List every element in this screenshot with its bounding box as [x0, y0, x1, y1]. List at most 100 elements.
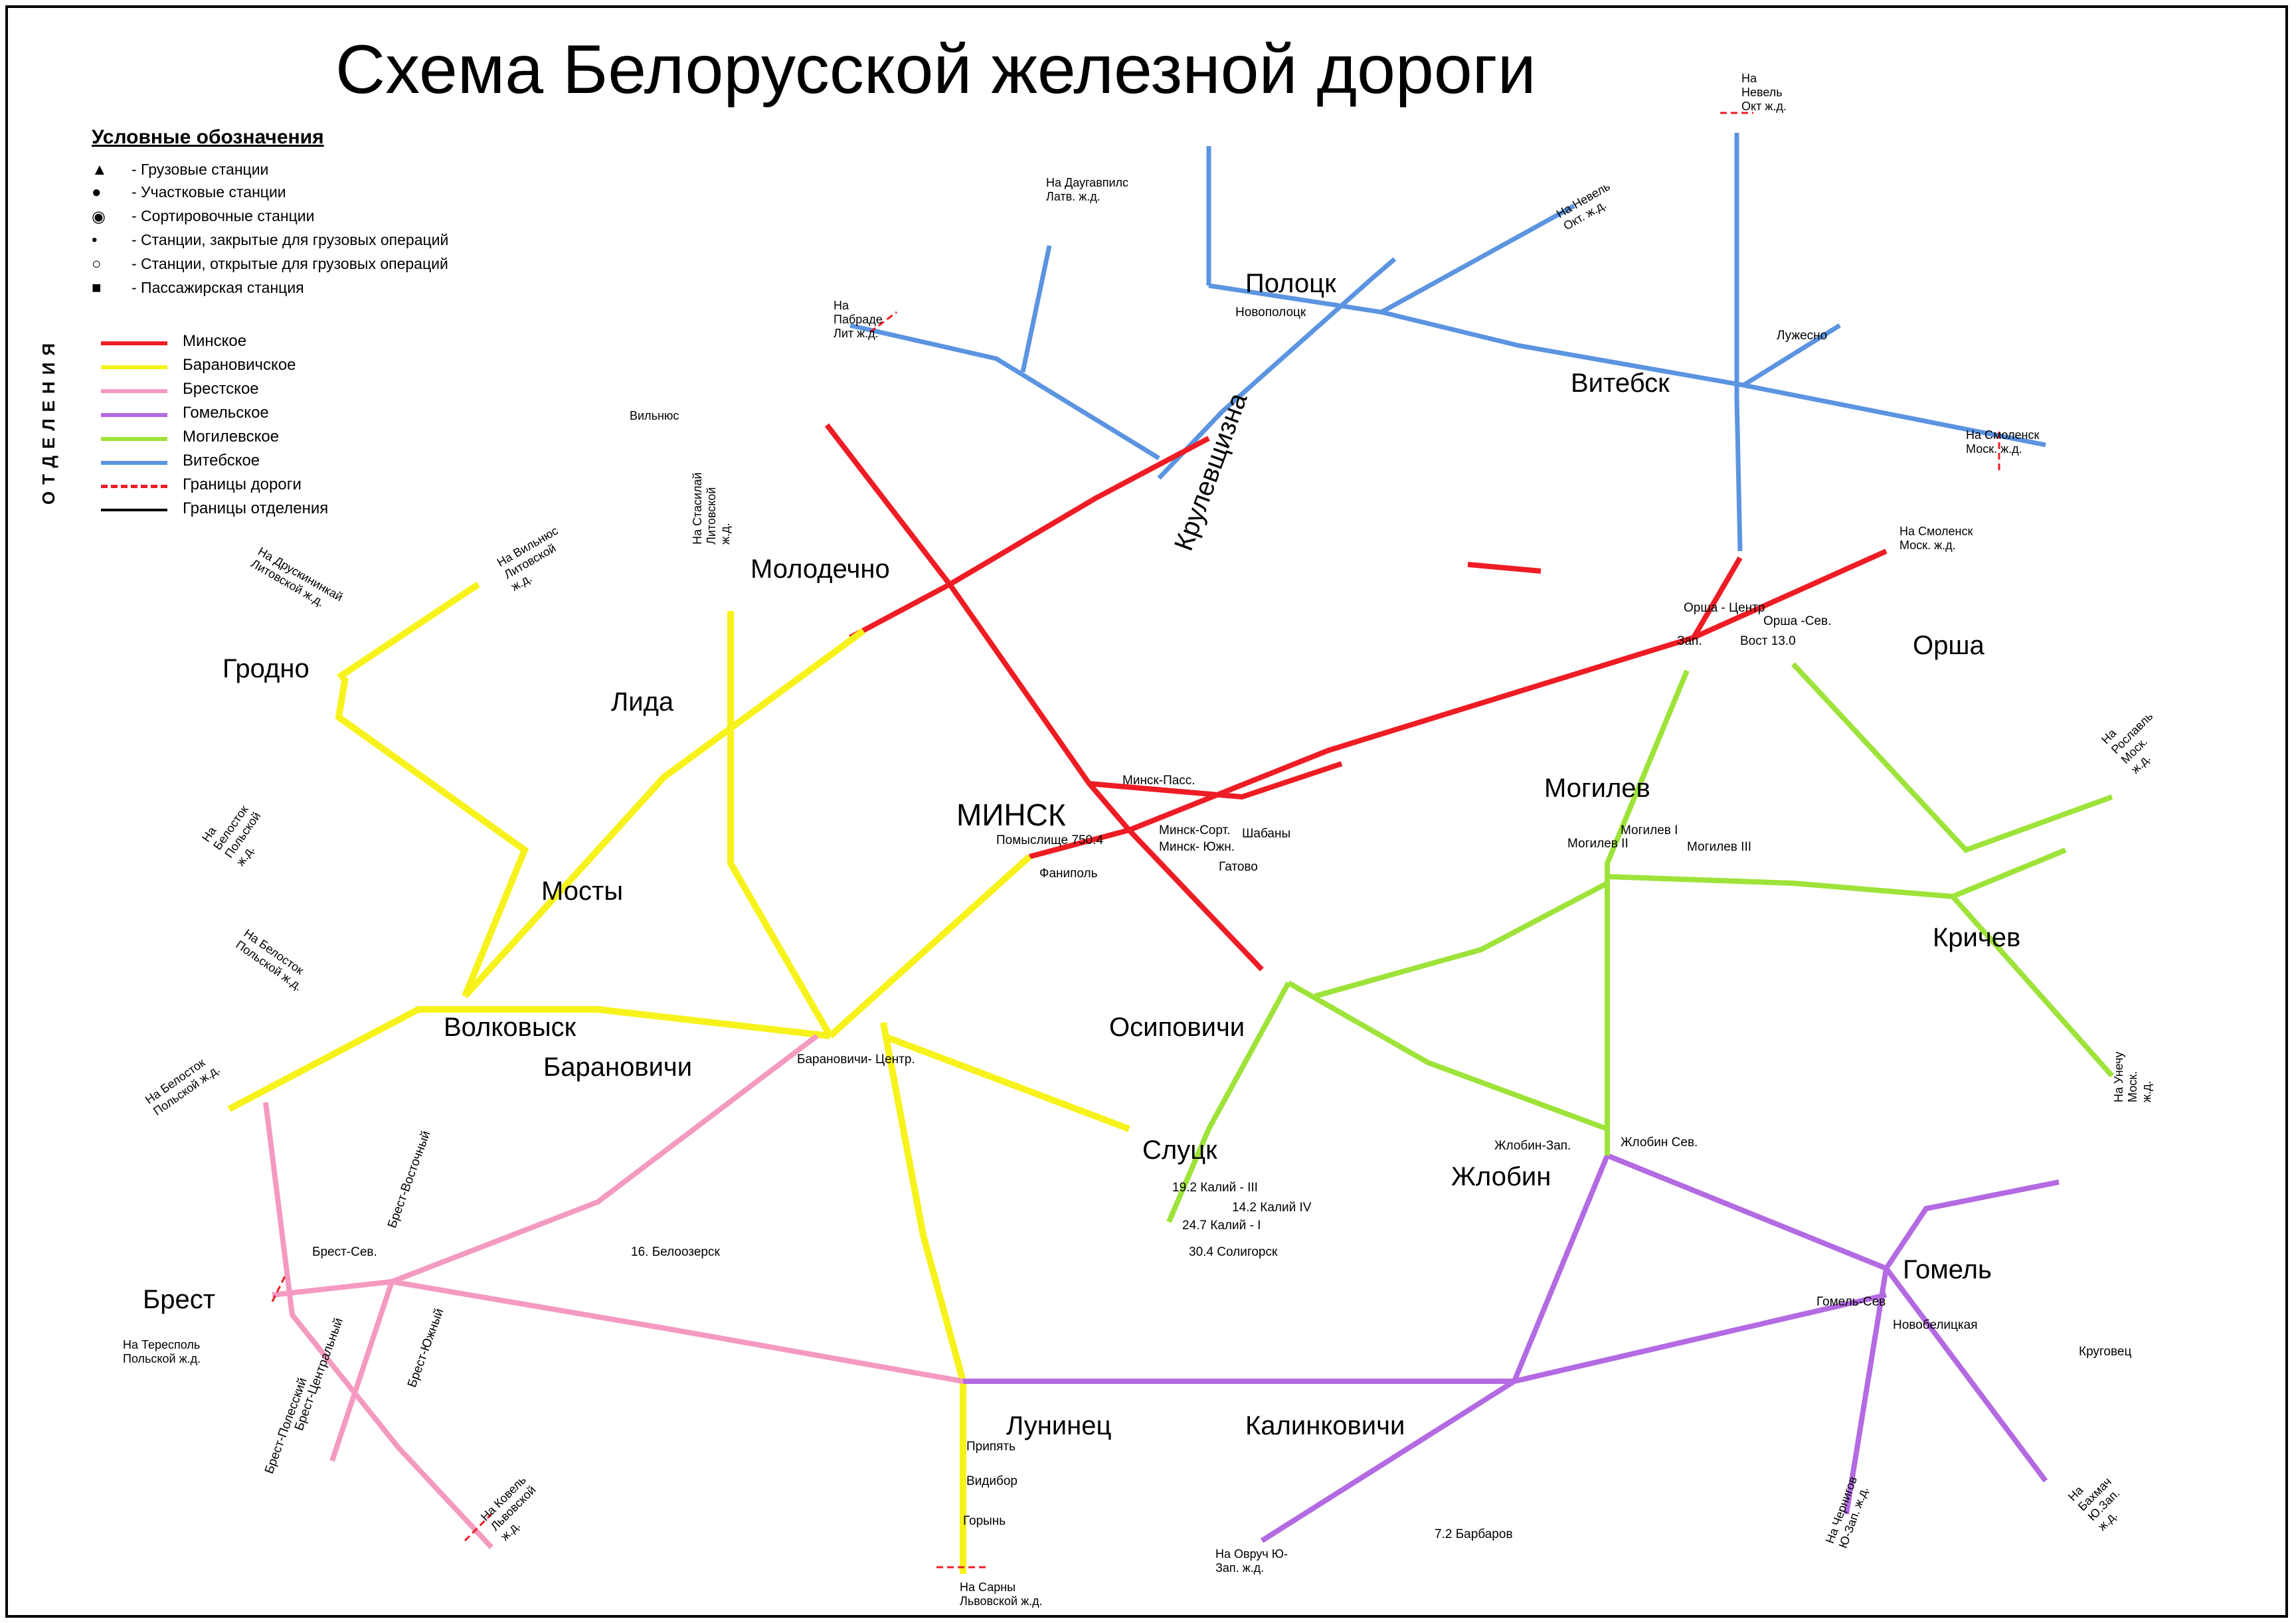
minsk-southwest-line	[1028, 827, 1264, 972]
hub-volkovysk: Волковыск	[444, 1013, 576, 1042]
brest-vlodava-line	[329, 1280, 395, 1462]
station-luzhesno: Лужесно	[1777, 329, 1828, 343]
station-zhlobin-sev: Жлобин Сев.	[1621, 1136, 1698, 1150]
station-barbarov: 7.2 Барбаров	[1435, 1527, 1513, 1541]
orsha-krichev-line	[1791, 662, 2113, 853]
volkovysk-baranovichi-line	[227, 1006, 831, 1112]
ring-dot-icon: ◉	[92, 208, 106, 226]
polotsk-nevel-line	[1380, 203, 1575, 315]
osipovichi-zhlobin-line	[1287, 980, 1609, 1132]
station-vidibor: Видибор	[966, 1474, 1018, 1488]
osipovichi-slutsk-line	[1166, 982, 1291, 1223]
baranovichi-division-lines	[227, 581, 1130, 1574]
hub-molodechno: Молодечно	[751, 555, 890, 584]
minsk-east-branch	[1089, 761, 1343, 800]
station-brest-sev: Брест-Сев.	[312, 1245, 377, 1259]
hub-vitebsk: Витебск	[1571, 369, 1670, 398]
border-smolensk-2: На Смоленск Моск. ж.д.	[1899, 525, 1973, 552]
road-borders	[271, 112, 2000, 1569]
vitebsk-northeast-line	[1742, 323, 1841, 387]
krichev-roslavl-line	[1951, 847, 2067, 899]
nevel-orsha-line	[1734, 133, 1743, 552]
hub-osipovichi: Осиповичи	[1109, 1013, 1245, 1042]
station-kaliy4: 14.2 Калий IV	[1232, 1201, 1312, 1215]
border-sarny: На Сарны Львовской ж.д.	[960, 1580, 1043, 1608]
hub-lida: Лида	[611, 687, 674, 717]
border-terespol: На Тересполь Польской ж.д.	[123, 1338, 201, 1365]
legend-line-division-border	[101, 509, 167, 511]
station-fanipol: Фаниполь	[1039, 867, 1098, 881]
station-orsha-centr: Орша - Центр	[1684, 601, 1765, 615]
brest-kovel-line	[263, 1102, 493, 1549]
station-mogilev3: Могилев III	[1687, 840, 1752, 854]
legend-division-mogilev: Могилевское	[183, 428, 280, 446]
mosty-lida-line	[462, 628, 865, 999]
legend-sorting-stations: - Сортировочные станции	[132, 207, 315, 224]
hub-slutsk: Слуцк	[1142, 1136, 1217, 1165]
legend-road-border: Границы дороги	[183, 475, 302, 493]
hub-minsk: МИНСК	[956, 798, 1066, 832]
hub-grodno: Гродно	[222, 654, 309, 683]
gomel-division-lines	[963, 1153, 2060, 1543]
station-gomel-sev: Гомель-Сев	[1816, 1295, 1886, 1309]
hub-kalinkovichi: Калинковичи	[1245, 1411, 1405, 1440]
legend-line-road-border	[101, 485, 167, 488]
brest-luninets-line	[391, 1279, 964, 1384]
gomel-northeast-line	[1884, 1179, 2060, 1270]
legend-line-brest	[101, 389, 167, 393]
zhlobin-gomel-line	[1606, 1153, 1888, 1271]
baranovichi-luninets-line	[880, 1022, 966, 1383]
hub-krichev: Кричев	[1933, 923, 2021, 952]
station-minsk-yuzh: Минск- Южн.	[1159, 840, 1235, 854]
hub-gomel: Гомель	[1903, 1255, 1992, 1284]
legend-division-border: Границы отделения	[183, 499, 329, 517]
legend-line-minsk	[101, 341, 167, 345]
legend-freight-stations: - Грузовые станции	[132, 161, 269, 178]
station-soligorsk: 30.4 Солигорск	[1189, 1245, 1278, 1259]
border-unecha: На Унечу Моск. ж.д.	[2112, 1051, 2153, 1102]
station-baranovichi-centr: Барановичи- Центр.	[797, 1053, 915, 1067]
triangle-icon: ▲	[92, 161, 108, 179]
station-novopolotsk: Новополоцк	[1235, 305, 1306, 319]
station-orsha-zap: Зап.	[1677, 634, 1702, 648]
large-dot-icon: ●	[92, 183, 102, 201]
station-minsk-pass: Минск-Пасс.	[1122, 774, 1195, 788]
brest-division-lines	[263, 1033, 964, 1549]
hub-mogilev: Могилев	[1544, 774, 1650, 803]
kalinkovichi-zhlobin-line	[1512, 1154, 1610, 1383]
station-gatovo: Гатово	[1219, 860, 1258, 874]
border-daugavpils: На Даугавпилс Латв. ж.д.	[1046, 176, 1129, 203]
hub-zhlobin: Жлобин	[1451, 1162, 1551, 1191]
small-dot-icon: •	[92, 231, 98, 249]
station-kaliy1: 24.7 Калий - I	[1182, 1219, 1261, 1233]
legend-line-gomel	[101, 413, 167, 417]
legend-division-gomel: Гомельское	[183, 404, 269, 422]
grodno-mosty-line	[335, 677, 529, 997]
station-goryn: Горынь	[963, 1514, 1006, 1528]
legend-open-stations: - Станции, открытые для грузовых операци…	[132, 255, 448, 272]
mogilev-krichev-line	[1607, 874, 2114, 1078]
border-nevel-okt: На Невель Окт ж.д.	[1741, 72, 1787, 113]
polotsk-vitebsk-smolensk-line	[1208, 283, 2046, 448]
station-beloozersk: 16. Белоозерск	[631, 1245, 720, 1259]
legend-division-brest: Брестское	[183, 380, 259, 398]
station-novobelitskaya: Новобелицкая	[1893, 1318, 1978, 1332]
molodechno-krulevshchizna-line	[948, 436, 1210, 587]
border-stasiliai: На Стасилай Литовской ж.д.	[691, 472, 732, 545]
baranovichi-slutsk-line	[882, 1033, 1130, 1132]
station-shabany: Шабаны	[1242, 827, 1291, 841]
divisions-vertical-label: ОТДЕЛЕНИЯ	[39, 336, 58, 505]
terespol-brest-line	[272, 1279, 393, 1298]
hub-polotsk: Полоцк	[1245, 269, 1336, 298]
minsk-orsha-line	[1128, 549, 1888, 833]
hub-baranovichi: Барановичи	[543, 1053, 693, 1082]
legend-line-mogilev	[101, 437, 167, 441]
station-mogilev1: Могилев I	[1621, 823, 1678, 837]
legend-title: Условные обозначения	[92, 126, 324, 148]
legend-line-vitebsk	[101, 461, 167, 465]
border-vilnyus-tag: Вильнюс	[630, 409, 679, 422]
border-pabrade: На Пабраде Лит ж.д.	[834, 299, 883, 340]
brest-baranovichi-line	[391, 1033, 819, 1284]
minsk-division-lines	[824, 423, 1888, 972]
